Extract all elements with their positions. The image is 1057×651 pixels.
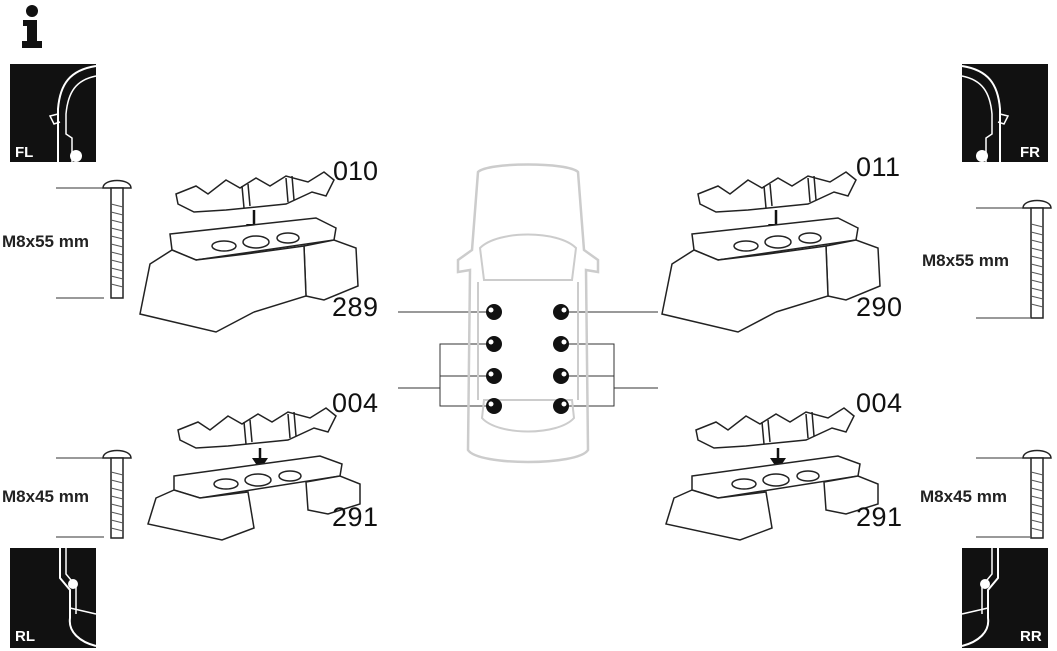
corner-label-fl: FL <box>15 144 34 161</box>
clamp-bracket-icon <box>695 407 855 449</box>
corner-rear-right: RR <box>961 548 1048 648</box>
part-number-top: 010 <box>333 156 378 186</box>
corner-front-right: FR <box>961 64 1048 162</box>
clamp-bracket-icon <box>697 171 857 213</box>
car-corner-icon <box>59 548 97 647</box>
corner-front-left: FL <box>10 64 97 162</box>
corner-label-fr: FR <box>1020 144 1040 161</box>
bolt-size-label: M8x45 mm <box>920 487 1007 506</box>
part-number-top: 011 <box>856 152 901 182</box>
car-corner-icon <box>961 65 1010 162</box>
part-number-base: 290 <box>856 292 903 322</box>
roof-rack-foot-front-left: 010 <box>136 156 378 336</box>
corner-label-rr: RR <box>1020 628 1042 645</box>
bolt-icon <box>100 174 134 300</box>
part-number-top: 004 <box>856 388 903 418</box>
clamp-bracket-icon <box>177 407 337 449</box>
bolt-icon <box>1020 444 1054 540</box>
bolt-icon <box>100 444 134 540</box>
part-number-base: 289 <box>332 292 379 322</box>
bolt-size-label: M8x55 mm <box>922 251 1009 270</box>
roof-rack-foot-rear-right <box>662 400 882 546</box>
info-icon <box>18 4 48 48</box>
corner-rear-left: RL <box>10 548 97 648</box>
corner-label-rl: RL <box>15 628 35 645</box>
part-number-base: 291 <box>332 502 379 532</box>
bolt-size-label: M8x55 mm <box>2 232 89 251</box>
car-corner-icon <box>48 65 97 162</box>
car-top-view-icon <box>448 160 608 470</box>
bolt-size-label: M8x45 mm <box>2 487 89 506</box>
roof-rack-foot-rear-left <box>144 400 364 546</box>
mount-points <box>486 304 569 414</box>
part-number-top: 004 <box>332 388 379 418</box>
part-number-base: 291 <box>856 502 903 532</box>
car-corner-icon <box>961 548 999 647</box>
bolt-icon <box>1020 194 1054 320</box>
mount-point-icon <box>486 304 569 414</box>
roof-rack-foot-front-right <box>658 164 884 336</box>
clamp-bracket-icon <box>175 171 335 213</box>
